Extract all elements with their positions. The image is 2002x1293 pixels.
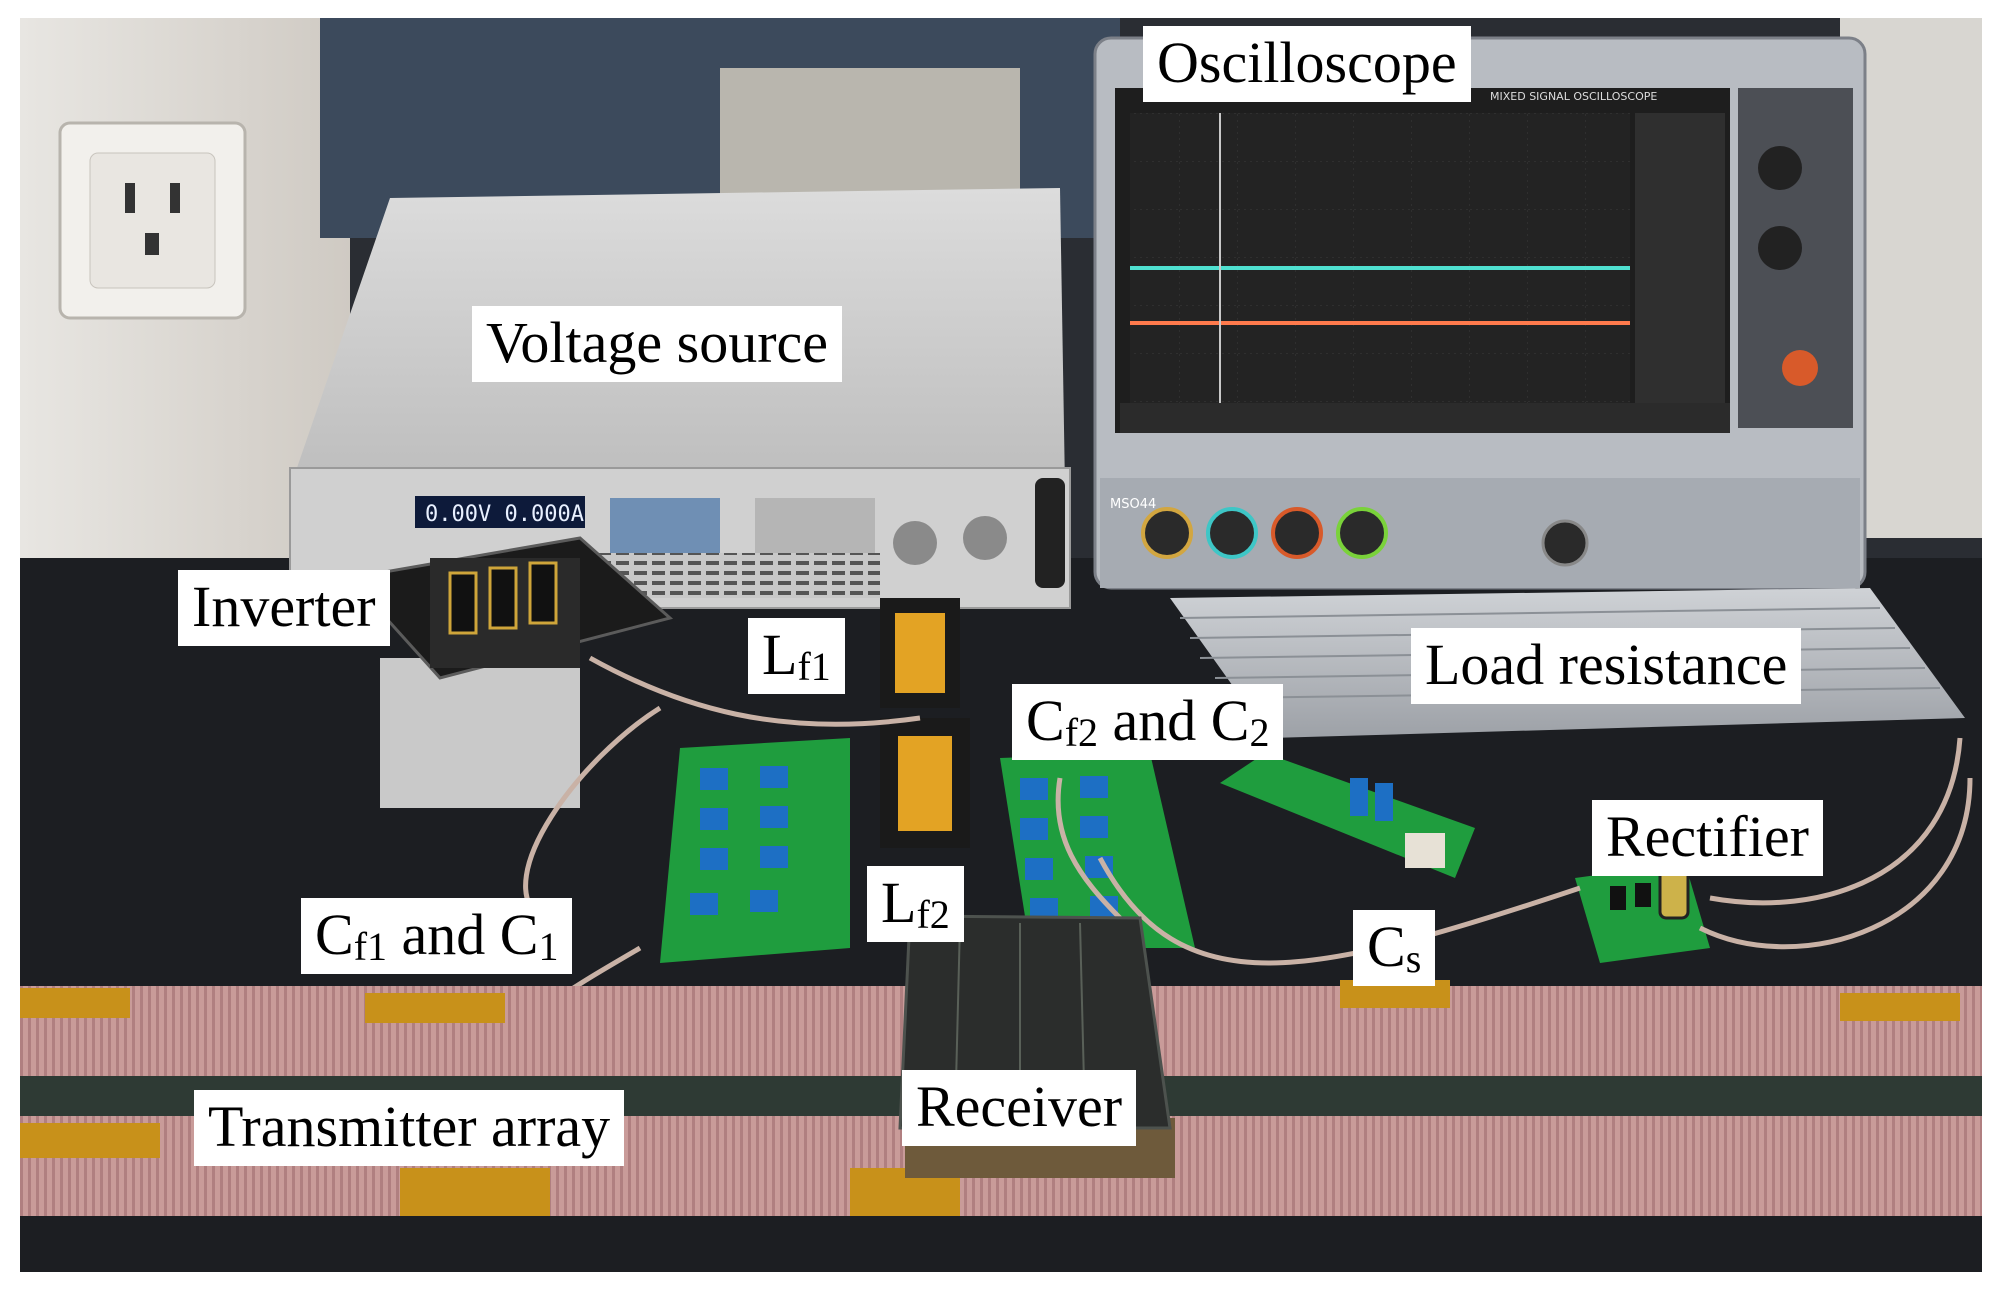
wall-socket <box>58 121 247 320</box>
label-inverter: Inverter <box>178 570 390 646</box>
label-transmitter-array: Transmitter array <box>194 1090 625 1166</box>
scope-brand-text: MIXED SIGNAL OSCILLOSCOPE <box>1490 90 1657 103</box>
label-lf2: Lf2 <box>867 866 964 942</box>
label-rectifier: Rectifier <box>1592 800 1823 876</box>
label-receiver: Receiver <box>902 1070 1137 1146</box>
label-oscilloscope: Oscilloscope <box>1143 26 1471 102</box>
inductor-lf1 <box>880 598 960 708</box>
oscilloscope-unit: MSO44 MIXED SIGNAL OSCILLOSCOPE <box>1093 36 1867 590</box>
inverter-board <box>347 536 674 808</box>
inductor-lf2 <box>880 718 970 848</box>
label-cf1-c1: Cf1 and C1 <box>301 898 573 974</box>
label-voltage-source: Voltage source <box>472 306 842 382</box>
scope-model-text: MSO44 <box>1110 497 1156 512</box>
label-lf1: Lf1 <box>748 618 845 694</box>
supply-display-text: 0.00V 0.000A <box>425 502 584 527</box>
label-cs: Cs <box>1353 910 1436 986</box>
label-cf2-c2: Cf2 and C2 <box>1012 684 1284 760</box>
cf1-c1-board <box>660 738 850 963</box>
voltage-source-unit: 0.00V 0.000A <box>289 188 1071 609</box>
label-load-resistance: Load resistance <box>1411 628 1802 704</box>
cs-board <box>1220 753 1475 878</box>
